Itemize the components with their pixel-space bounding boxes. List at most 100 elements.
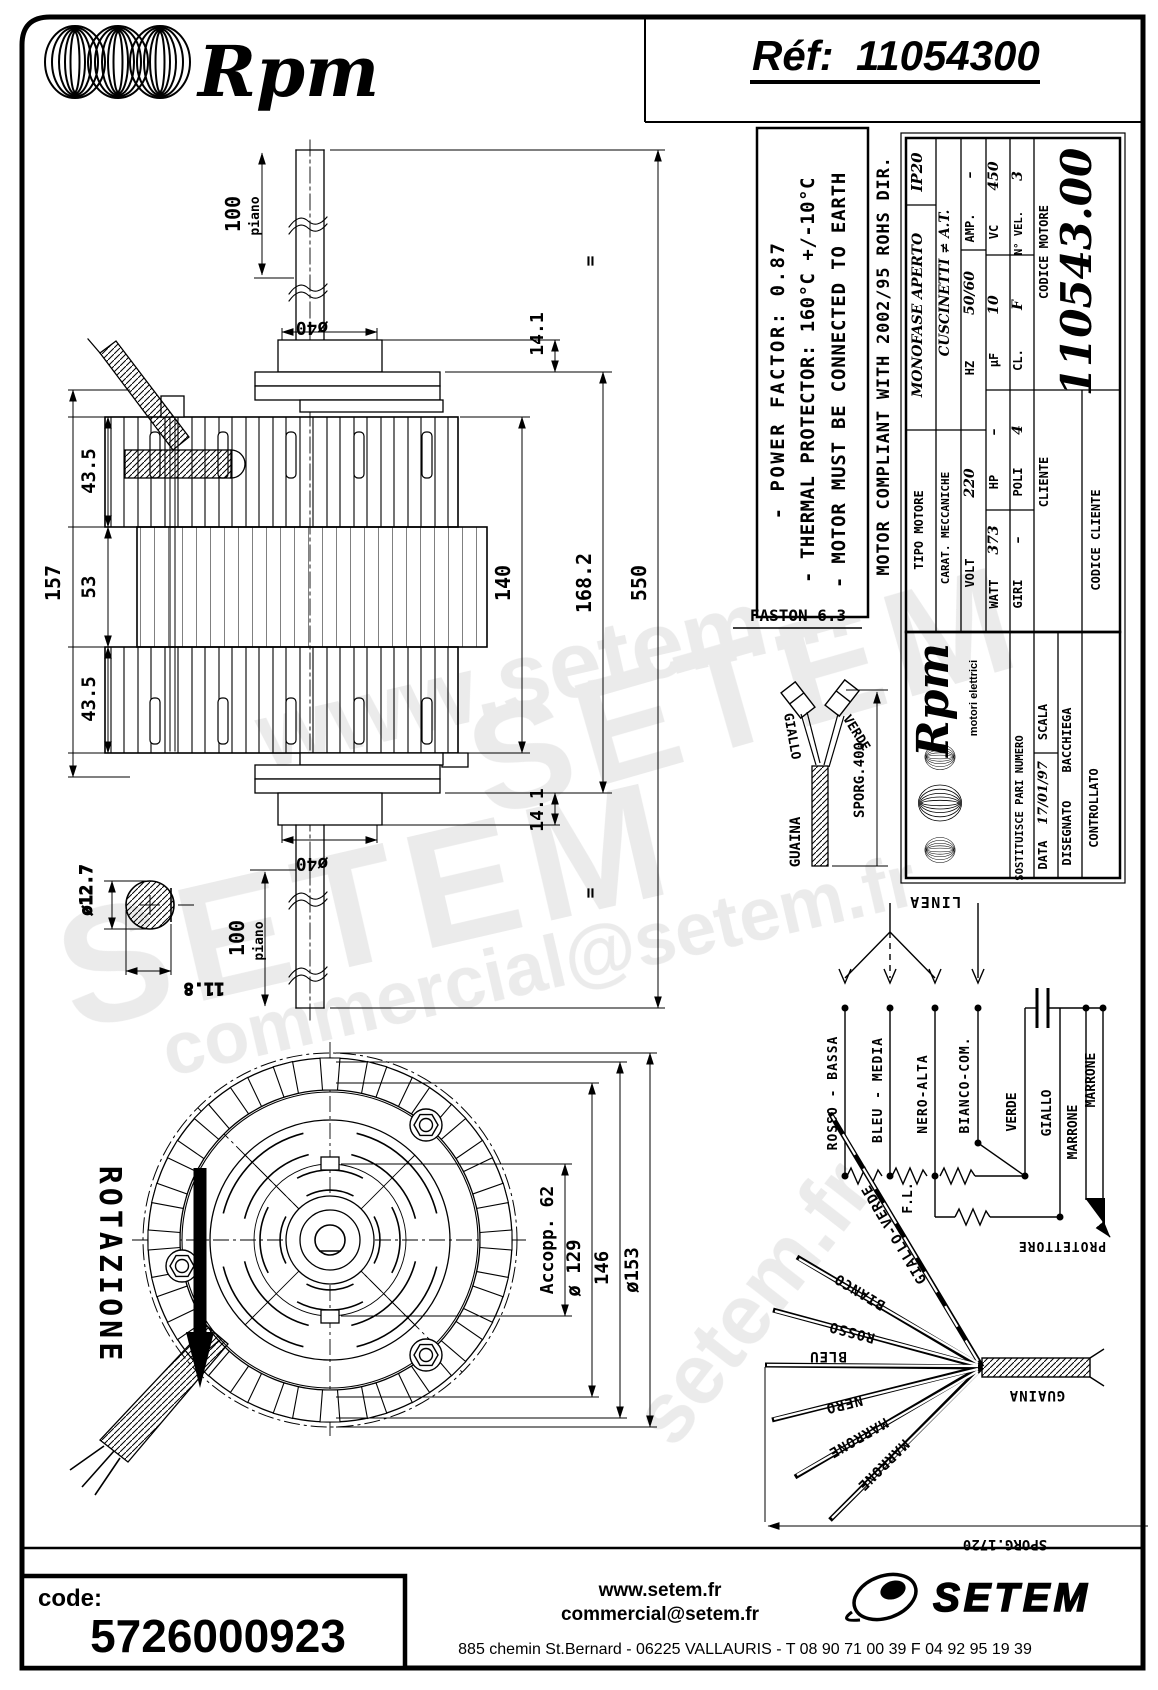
tb-data-value: 17/01/97 bbox=[1036, 761, 1051, 825]
dim-53: 53 bbox=[78, 576, 100, 599]
footer: code: 5726000923 www.setem.fr commercial… bbox=[19, 1572, 1088, 1671]
dim-piano-top: piano bbox=[248, 196, 263, 235]
tb-hp-label: HP bbox=[987, 475, 1001, 489]
tb-scala: SCALA bbox=[1036, 703, 1050, 740]
tb-vc-value: 450 bbox=[986, 161, 1002, 190]
dim-40-top: ø40 bbox=[296, 317, 329, 338]
watermark-frag: setem.fr bbox=[613, 1143, 891, 1462]
tb-hp-value: – bbox=[986, 429, 1002, 436]
fan-sporg-label: SPORG.1720 bbox=[963, 1536, 1047, 1552]
dim-43a: 43.5 bbox=[78, 448, 100, 494]
faston-detail: FASTON 6.3 GIALLO VERDE GUAINA SPORG.400 bbox=[733, 606, 888, 867]
shaft-section-detail: ø12.7 11.8 bbox=[77, 864, 225, 999]
side-view-dimensions bbox=[68, 149, 665, 1009]
tb-watt-value: 373 bbox=[986, 525, 1002, 554]
dim-1682: 168.2 bbox=[572, 553, 596, 613]
wire-marrone-a-label: MARRONE bbox=[1066, 1105, 1081, 1160]
rpm-logo-header: Rpm bbox=[44, 25, 379, 113]
dim-153: ø153 bbox=[621, 1247, 643, 1293]
tb-sostituisce: SOSTITUISCE PARI NUMERO bbox=[1014, 735, 1026, 880]
code-label: code: bbox=[38, 1585, 102, 1612]
tb-disegnato-label: DISEGNATO bbox=[1060, 800, 1074, 865]
dim-100-top: 100 bbox=[221, 196, 245, 232]
tb-amp-value: – bbox=[962, 172, 978, 179]
tb-ip: IP20 bbox=[908, 152, 926, 193]
title-block-logo: Rpm motori elettrici bbox=[908, 643, 980, 863]
tb-codice-motore-value: 110543.00 bbox=[1052, 148, 1101, 396]
bolt bbox=[409, 1338, 443, 1372]
faston-sporg-label: SPORG.400 bbox=[852, 742, 868, 818]
fl-label: F.L. bbox=[901, 1182, 916, 1213]
motor-front-view: ROTAZIONE Accopp. 62 ø 129 146 ø153 bbox=[69, 1042, 657, 1496]
note-earth: - MOTOR MUST BE CONNECTED TO EARTH bbox=[828, 172, 850, 588]
tb-brand-sub: motori elettrici bbox=[968, 660, 980, 736]
tb-tipo-value: MONOFASE APERTO bbox=[910, 232, 926, 398]
fan-guaina-label: GUAINA bbox=[1009, 1387, 1066, 1403]
tb-hz-value: 50/60 bbox=[962, 271, 978, 315]
tb-amp-label: AMP. bbox=[963, 214, 977, 243]
dim-127: ø12.7 bbox=[77, 864, 97, 915]
dim-equal-bottom: = bbox=[580, 887, 601, 898]
rotation-arrow: ROTAZIONE bbox=[92, 1166, 214, 1388]
tb-volt-label: VOLT bbox=[963, 559, 977, 588]
faston-guaina-label: GUAINA bbox=[788, 816, 804, 867]
page-border bbox=[19, 14, 1146, 1671]
fan-wire-bleu: BLEU bbox=[809, 1348, 847, 1364]
tb-controllato-label: CONTROLLATO bbox=[1087, 768, 1101, 847]
brand-text: Rpm bbox=[196, 30, 379, 113]
bolt bbox=[409, 1108, 443, 1142]
ref-label: Réf: bbox=[752, 32, 834, 79]
dim-100-bottom: 100 bbox=[225, 920, 249, 956]
tb-poli-label: POLI bbox=[1011, 468, 1025, 497]
tb-vc-label: VC bbox=[987, 225, 1001, 239]
fan-sheath bbox=[981, 1357, 1091, 1378]
tb-codice-cliente-label: CODICE CLIENTE bbox=[1089, 489, 1103, 590]
tb-cl-label: CL. bbox=[1011, 349, 1025, 371]
tb-giri-value: – bbox=[1010, 537, 1026, 544]
tb-watt-label: WATT bbox=[987, 580, 1001, 609]
cable-exit bbox=[87, 338, 246, 479]
footer-site: www.setem.fr bbox=[598, 1580, 722, 1601]
tb-cliente-label: CLIENTE bbox=[1037, 457, 1051, 508]
wire-giallo-label: GIALLO bbox=[1040, 1089, 1055, 1136]
faston-terminal bbox=[780, 680, 816, 720]
faston-terminal bbox=[824, 678, 860, 718]
dim-550: 550 bbox=[627, 565, 651, 601]
code-value: 5726000923 bbox=[90, 1610, 346, 1662]
rotazione-label: ROTAZIONE bbox=[92, 1166, 127, 1365]
footer-email: commercial@setem.fr bbox=[561, 1604, 760, 1625]
dim-141-bottom: 14.1 bbox=[527, 788, 548, 831]
motor-side-view bbox=[87, 139, 488, 1023]
wire-bleu-label: BLEU - MEDIA bbox=[871, 1037, 886, 1143]
tb-giri-label: GIRI bbox=[1011, 580, 1025, 609]
note-thermal: - THERMAL PROTECTOR: 160°C +/-10°C bbox=[797, 177, 819, 583]
dim-40-bottom: ø40 bbox=[296, 853, 329, 874]
tb-disegnato-value: BACCHIEGA bbox=[1060, 707, 1074, 773]
ref-value: 11054300 bbox=[856, 32, 1040, 79]
side-view-dim-labels: 100 piano ø40 43.5 53 43.5 157 14.1 140 … bbox=[41, 196, 651, 961]
coil-icon bbox=[129, 25, 191, 99]
dim-accopp: Accopp. 62 bbox=[537, 1186, 558, 1294]
linea-label: LINEA bbox=[909, 893, 962, 911]
title-block: IP20 MONOFASE APERTO TIPO MOTORE CUSCINE… bbox=[900, 132, 1126, 884]
faston-sheath bbox=[811, 765, 829, 867]
tb-volt-value: 220 bbox=[962, 468, 978, 498]
ref-box: Réf: 11054300 bbox=[750, 32, 1040, 84]
notes-box: - POWER FACTOR: 0.87 - THERMAL PROTECTOR… bbox=[755, 126, 870, 619]
note-power-factor: - POWER FACTOR: 0.87 bbox=[767, 241, 789, 520]
tb-codice-motore-label: CODICE MOTORE bbox=[1037, 205, 1051, 299]
tb-carat-value: CUSCINETTI ≠ A.T. bbox=[937, 210, 953, 357]
wiring-diagram: LINEA ROSSO - BASSA BLEU - bbox=[826, 893, 1111, 1253]
wire-verde-label: VERDE bbox=[1005, 1092, 1020, 1131]
tb-tipo-label: TIPO MOTORE bbox=[912, 490, 926, 569]
coil-icon bbox=[918, 784, 962, 822]
dim-118: 11.8 bbox=[184, 978, 225, 998]
fan-wire-giallo-verde: GIALLO-VERDE bbox=[859, 1181, 931, 1286]
fan-wire-nero: NERO bbox=[824, 1392, 864, 1417]
dim-129: ø 129 bbox=[563, 1239, 585, 1296]
tb-cl-value: F bbox=[1010, 299, 1026, 311]
tb-hz-label: HZ bbox=[963, 361, 977, 375]
dim-141-top: 14.1 bbox=[527, 312, 548, 355]
